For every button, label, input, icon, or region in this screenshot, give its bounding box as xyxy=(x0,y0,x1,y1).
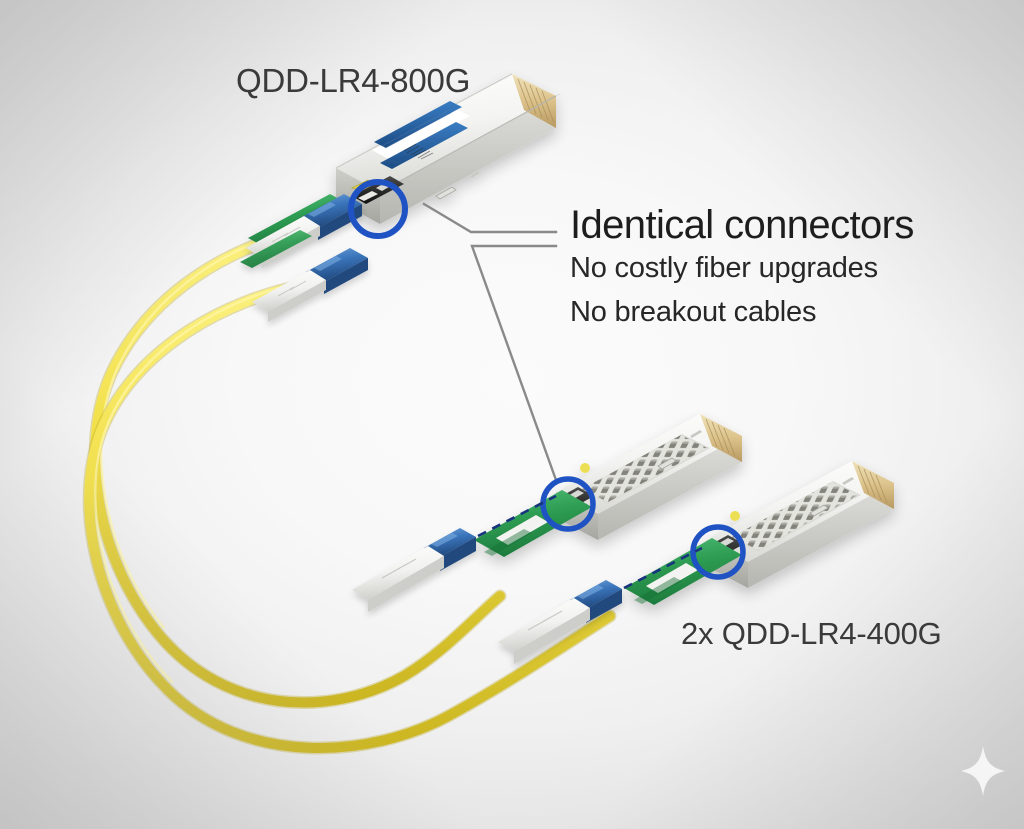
callout-leader-lines xyxy=(422,202,558,482)
callout-line-2: No breakout cables xyxy=(570,296,817,328)
lc-connector-400g-1[interactable] xyxy=(352,528,476,612)
fiber-cable-group xyxy=(82,225,617,755)
callout-line-1: No costly fiber upgrades xyxy=(570,252,878,284)
sparkle-icon xyxy=(961,746,1005,796)
label-module-400g: 2x QDD-LR4-400G xyxy=(681,616,942,651)
label-module-800g: QDD-LR4-800G xyxy=(236,62,471,99)
callout-headline: Identical connectors xyxy=(570,203,914,247)
